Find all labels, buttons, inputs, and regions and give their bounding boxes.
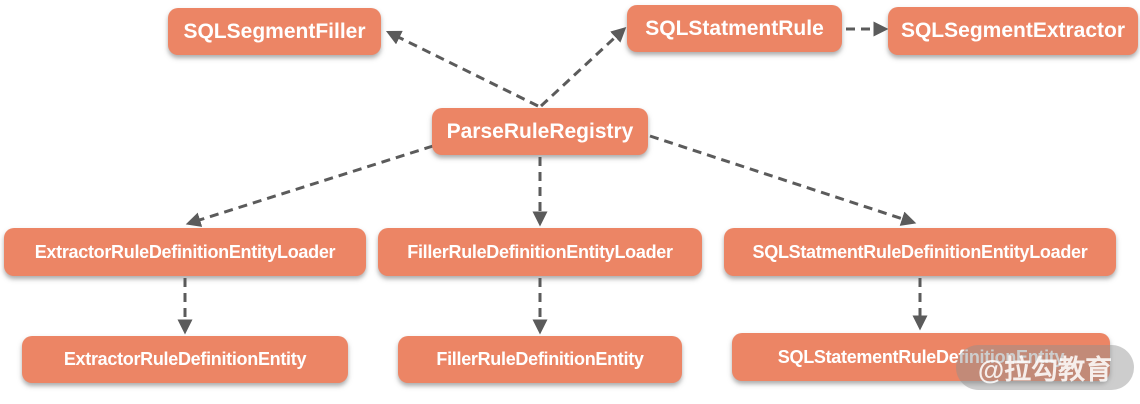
watermark-badge: @拉勾教育 xyxy=(956,345,1134,390)
node-filler-rule-definition-entity: FillerRuleDefinitionEntity xyxy=(398,336,682,383)
node-filler-rule-definition-entity-loader: FillerRuleDefinitionEntityLoader xyxy=(378,228,702,276)
edge-parse-rule-registry-to-sql-statment-rule xyxy=(539,26,627,108)
node-parse-rule-registry: ParseRuleRegistry xyxy=(432,108,648,155)
node-sql-statment-rule-definition-entity-loader: SQLStatmentRuleDefinitionEntityLoader xyxy=(724,228,1116,276)
node-sql-segment-extractor: SQLSegmentExtractor xyxy=(888,7,1138,55)
node-extractor-rule-definition-entity-loader: ExtractorRuleDefinitionEntityLoader xyxy=(4,228,366,276)
node-sql-statement-rule-definition-entity: SQLStatementRuleDefinitionEntity xyxy=(732,333,1110,381)
edge-parse-rule-registry-to-sql-segment-filler xyxy=(385,30,539,108)
edge-parse-rule-registry-to-extractor-rule-definition-entity-loader xyxy=(185,144,434,227)
edge-parse-rule-registry-to-sql-statment-rule-definition-entity-loader xyxy=(649,134,917,226)
node-sql-statment-rule: SQLStatmentRule xyxy=(627,5,842,52)
node-extractor-rule-definition-entity: ExtractorRuleDefinitionEntity xyxy=(22,336,348,383)
node-sql-segment-filler: SQLSegmentFiller xyxy=(168,8,381,55)
